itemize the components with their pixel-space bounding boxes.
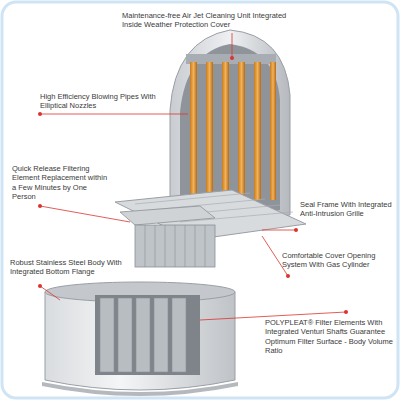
bottom-flange xyxy=(42,382,238,396)
blowing-pipes xyxy=(190,62,276,200)
callout-label: Quick Release Filtering Element Replacem… xyxy=(12,164,110,202)
steel-body xyxy=(45,292,235,390)
filter-body xyxy=(135,225,215,267)
callout-label: Maintenance-free Air Jet Cleaning Unit I… xyxy=(122,11,290,30)
callout-label: POLYPLEAT® Filter Elements With Integrat… xyxy=(265,318,393,356)
air-tank xyxy=(186,54,276,64)
callout-label: Seal Frame With Integrated Anti-Intrusio… xyxy=(300,200,396,219)
callout-label: Comfortable Cover Opening System With Ga… xyxy=(282,251,394,270)
filter-top xyxy=(120,206,215,225)
callout-label: Robust Stainless Steel Body With Integra… xyxy=(10,258,128,277)
body-cutaway xyxy=(95,295,200,375)
filter-elements xyxy=(100,298,186,372)
callout-label: High Efficiency Blowing Pipes With Ellip… xyxy=(40,92,158,111)
